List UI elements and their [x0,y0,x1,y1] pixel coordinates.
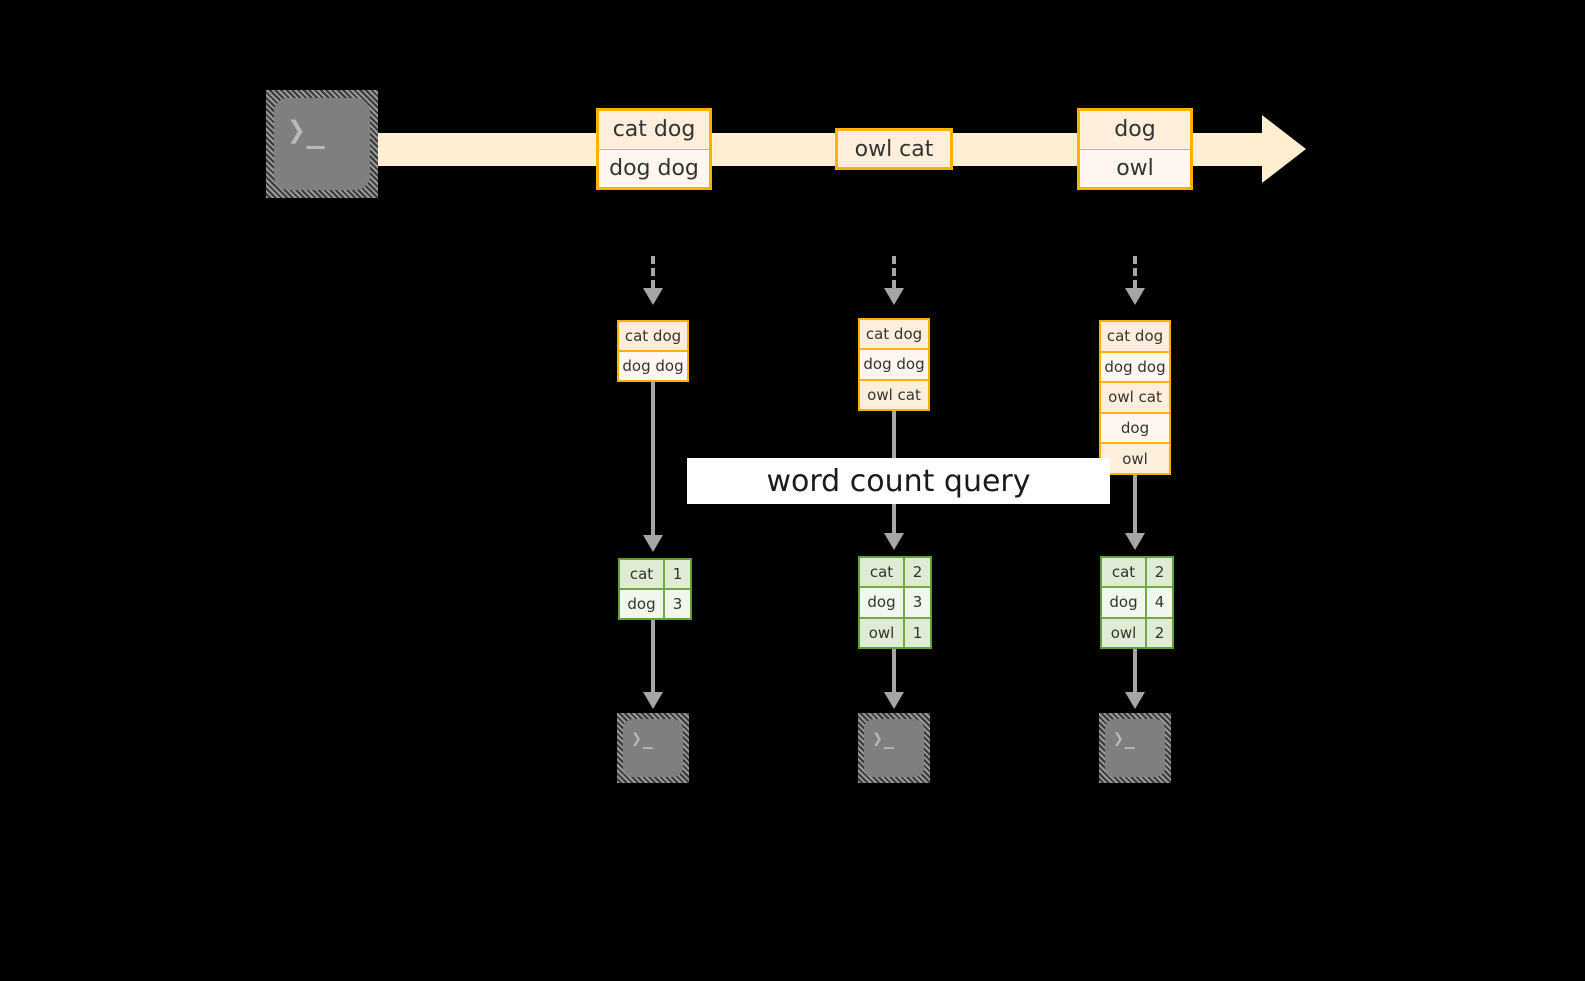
query-arrowhead-1 [643,535,663,552]
stream-band-right [1193,133,1262,166]
snapshot-feed-connector-1 [651,256,655,288]
stream-record-group-2[interactable]: owl cat [835,128,953,170]
snapshot-line: dog dog [860,350,928,381]
snapshot-line: owl cat [1101,383,1169,414]
terminal-prompt-glyph: ❯_ [631,727,654,750]
result-count: 4 [1147,588,1172,617]
result-word: cat [620,560,665,588]
result-word: dog [620,590,665,618]
snapshot-line: dog dog [619,352,687,380]
result-count: 3 [665,590,690,618]
record-line: dog [1080,111,1190,150]
output-arrowhead-2 [884,692,904,709]
result-row: cat 2 [1102,558,1172,589]
output-arrowhead-1 [643,692,663,709]
producer-terminal-icon: ❯_ [266,90,378,198]
query-connector-1 [651,382,655,535]
result-count: 1 [665,560,690,588]
snapshot-line: owl [1101,444,1169,473]
output-connector-3 [1133,649,1137,692]
result-row: dog 3 [620,590,690,618]
result-word: cat [860,558,905,587]
record-line: cat dog [599,111,709,150]
consumer-terminal-icon-3: ❯_ [1099,713,1171,783]
snapshot-feed-arrowhead-3 [1125,288,1145,305]
terminal-prompt-glyph: ❯_ [872,727,895,750]
result-count: 1 [905,618,930,647]
result-row: dog 3 [860,588,930,619]
result-count: 2 [905,558,930,587]
result-row: owl 1 [860,618,930,647]
snapshot-line: dog dog [1101,352,1169,384]
result-row: cat 2 [860,558,930,589]
stream-band-mid-1 [710,133,837,166]
query-arrowhead-3 [1125,533,1145,550]
stream-record-group-3[interactable]: dog owl [1077,108,1193,190]
result-row: owl 2 [1102,618,1172,647]
record-line: owl cat [838,131,950,167]
consumer-terminal-icon-1: ❯_ [617,713,689,783]
snapshot-feed-connector-3 [1133,256,1137,288]
terminal-prompt-glyph: ❯_ [287,111,326,151]
snapshot-line: owl cat [860,380,928,409]
result-table-3[interactable]: cat 2 dog 4 owl 2 [1100,556,1174,649]
record-line: owl [1080,149,1190,187]
result-count: 2 [1147,558,1172,587]
snapshot-2-stack[interactable]: cat dog dog dog owl cat [858,318,930,411]
result-row: dog 4 [1102,588,1172,619]
snapshot-line: cat dog [860,320,928,351]
snapshot-line: dog [1101,413,1169,445]
output-connector-2 [892,649,896,692]
terminal-prompt-glyph: ❯_ [1113,727,1136,750]
query-label-text: word count query [766,463,1031,499]
snapshot-3-stack[interactable]: cat dog dog dog owl cat dog owl [1099,320,1171,475]
stream-band-mid-2 [951,133,1077,166]
query-arrowhead-2 [884,533,904,550]
consumer-terminal-icon-2: ❯_ [858,713,930,783]
snapshot-feed-arrowhead-1 [643,288,663,305]
result-table-1[interactable]: cat 1 dog 3 [618,558,692,620]
result-word: owl [1102,618,1147,647]
result-word: owl [860,618,905,647]
result-count: 3 [905,588,930,617]
result-table-2[interactable]: cat 2 dog 3 owl 1 [858,556,932,649]
stream-record-group-1[interactable]: cat dog dog dog [596,108,712,190]
record-line: dog dog [599,149,709,187]
result-word: dog [1102,588,1147,617]
snapshot-line: cat dog [619,322,687,352]
snapshot-line: cat dog [1101,322,1169,353]
result-row: cat 1 [620,560,690,590]
output-connector-1 [651,620,655,692]
result-word: cat [1102,558,1147,587]
stream-band-left [366,133,598,166]
result-word: dog [860,588,905,617]
query-connector-3 [1133,475,1137,533]
snapshot-1-stack[interactable]: cat dog dog dog [617,320,689,382]
query-label-banner: word count query [687,458,1110,504]
output-arrowhead-3 [1125,692,1145,709]
snapshot-feed-arrowhead-2 [884,288,904,305]
stream-arrowhead [1262,115,1306,183]
snapshot-feed-connector-2 [892,256,896,288]
result-count: 2 [1147,618,1172,647]
